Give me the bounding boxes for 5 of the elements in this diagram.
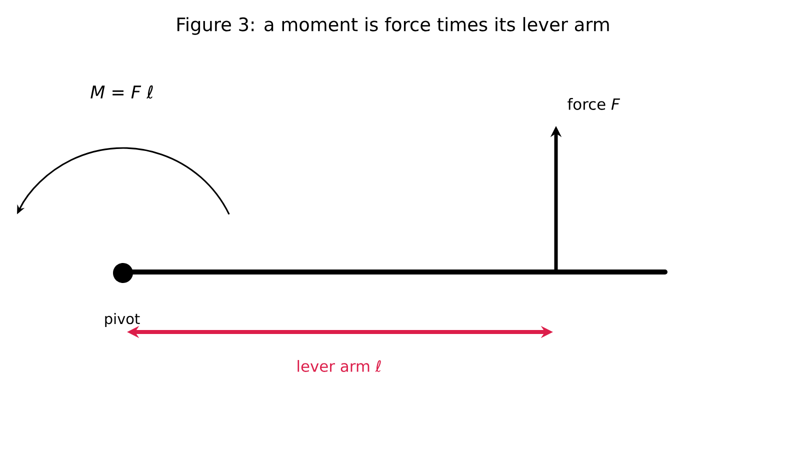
figure-title: Figure 3: a moment is force times its lever arm xyxy=(177,17,609,35)
pivot-label: pivot xyxy=(105,313,140,327)
force-label: force F xyxy=(568,98,620,110)
formula-label: M = F ℓ xyxy=(90,85,153,99)
dimension-label: lever arm ℓ xyxy=(298,360,381,372)
